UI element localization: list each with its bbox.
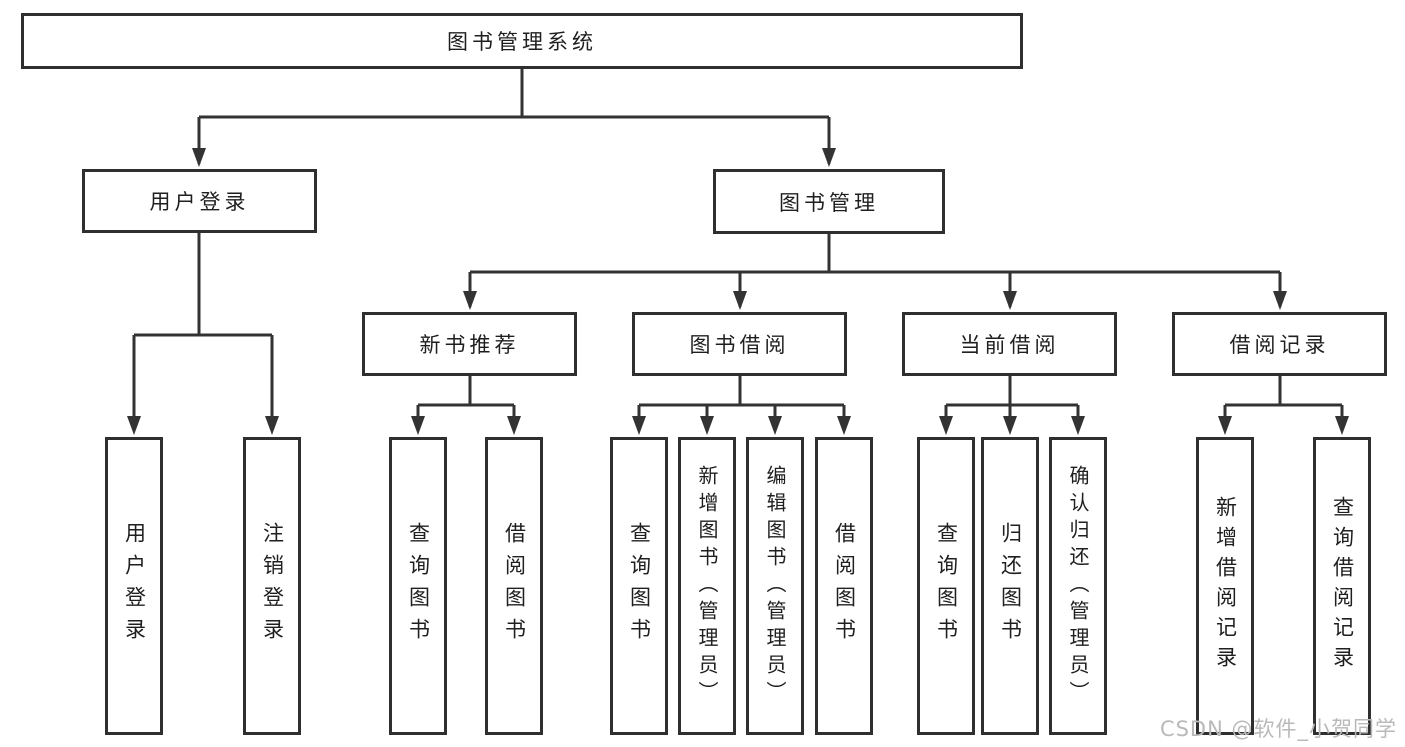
node-label: 归还图书 [998, 522, 1023, 650]
node-user-login: 用户登录 [82, 169, 317, 233]
leaf-edit-book-admin: 编辑图书（管理员） [746, 437, 804, 735]
leaf-query-book-recommend: 查询图书 [389, 437, 447, 735]
leaf-query-book-borrow: 查询图书 [610, 437, 668, 735]
node-root-system: 图书管理系统 [21, 13, 1023, 69]
leaf-add-book-admin: 新增图书（管理员） [678, 437, 736, 735]
leaf-borrow-book-recommend: 借阅图书 [485, 437, 543, 735]
node-label: 新增图书（管理员） [695, 464, 719, 708]
node-label: 查询图书 [406, 522, 431, 650]
leaf-add-borrow-record: 新增借阅记录 [1196, 437, 1254, 735]
node-borrow-records: 借阅记录 [1172, 312, 1387, 376]
node-label: 图书管理系统 [447, 30, 597, 54]
leaf-query-book-current: 查询图书 [917, 437, 975, 735]
node-label: 查询图书 [934, 522, 959, 650]
node-label: 查询图书 [627, 522, 652, 650]
node-book-borrow: 图书借阅 [632, 312, 847, 376]
node-label: 用户登录 [122, 522, 147, 650]
node-new-book-recommend: 新书推荐 [362, 312, 577, 376]
leaf-return-book: 归还图书 [981, 437, 1039, 735]
leaf-confirm-return-admin: 确认归还（管理员） [1049, 437, 1107, 735]
leaf-user-login: 用户登录 [105, 437, 163, 735]
node-label: 借阅图书 [832, 522, 857, 650]
node-label: 图书管理 [779, 190, 879, 215]
node-label: 编辑图书（管理员） [763, 464, 787, 708]
node-label: 新增借阅记录 [1213, 496, 1238, 676]
node-label: 借阅图书 [502, 522, 527, 650]
node-current-borrow: 当前借阅 [902, 312, 1117, 376]
node-label: 图书借阅 [689, 333, 790, 357]
node-label: 当前借阅 [959, 333, 1060, 357]
leaf-logout: 注销登录 [243, 437, 301, 735]
node-label: 查询借阅记录 [1330, 496, 1355, 676]
node-label: 新书推荐 [419, 333, 520, 357]
leaf-query-borrow-record: 查询借阅记录 [1313, 437, 1371, 735]
leaf-borrow-book: 借阅图书 [815, 437, 873, 735]
node-label: 借阅记录 [1229, 333, 1330, 357]
node-label: 用户登录 [149, 190, 250, 214]
csdn-watermark: CSDN @软件_小贺同学 [1159, 717, 1397, 741]
node-label: 确认归还（管理员） [1066, 464, 1090, 708]
node-book-management: 图书管理 [713, 169, 945, 234]
node-label: 注销登录 [260, 522, 285, 650]
